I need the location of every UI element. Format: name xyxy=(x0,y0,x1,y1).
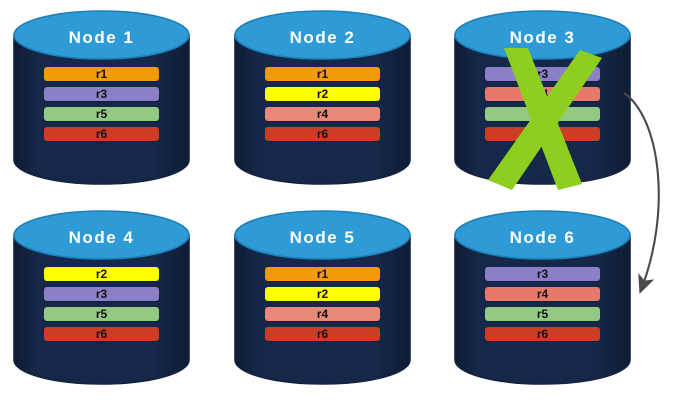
record-bar-r6[interactable]: r6 xyxy=(44,327,159,341)
cylinder-top xyxy=(13,210,190,260)
record-bar-r1[interactable]: r1 xyxy=(44,67,159,81)
record-bar-r2[interactable]: r2 xyxy=(44,267,159,281)
record-bar-r5[interactable]: r5 xyxy=(485,107,600,121)
node-cylinder-6[interactable]: Node 6 r3 r4 r5 r6 xyxy=(454,210,631,385)
record-bar-r4[interactable]: r4 xyxy=(265,107,380,121)
node-title: Node 1 xyxy=(68,28,135,47)
node-title: Node 4 xyxy=(68,228,135,247)
record-list: r1 r2 r4 r6 xyxy=(265,267,380,341)
record-bar-r5[interactable]: r5 xyxy=(44,307,159,321)
record-list: r3 r4 r5 r6 xyxy=(485,67,600,141)
record-bar-r5[interactable]: r5 xyxy=(485,307,600,321)
record-bar-r6[interactable]: r6 xyxy=(265,127,380,141)
record-bar-r3[interactable]: r3 xyxy=(485,267,600,281)
record-bar-r4[interactable]: r4 xyxy=(485,287,600,301)
record-bar-r2[interactable]: r2 xyxy=(265,87,380,101)
cylinder-top xyxy=(13,10,190,60)
record-bar-r6[interactable]: r6 xyxy=(485,327,600,341)
record-bar-r3[interactable]: r3 xyxy=(44,287,159,301)
record-bar-r2[interactable]: r2 xyxy=(265,287,380,301)
record-bar-r6[interactable]: r6 xyxy=(485,127,600,141)
record-bar-r1[interactable]: r1 xyxy=(265,67,380,81)
node-cylinder-5[interactable]: Node 5 r1 r2 r4 r6 xyxy=(234,210,411,385)
record-list: r1 r3 r5 r6 xyxy=(44,67,159,141)
node-cylinder-2[interactable]: Node 2 r1 r2 r4 r6 xyxy=(234,10,411,185)
cylinder-top xyxy=(234,10,411,60)
node-cylinder-1[interactable]: Node 1 r1 r3 r5 r6 xyxy=(13,10,190,185)
node-title: Node 5 xyxy=(289,228,356,247)
node-title: Node 6 xyxy=(509,228,576,247)
record-list: r3 r4 r5 r6 xyxy=(485,267,600,341)
record-bar-r3[interactable]: r3 xyxy=(485,67,600,81)
record-bar-r4[interactable]: r4 xyxy=(485,87,600,101)
record-bar-r6[interactable]: r6 xyxy=(265,327,380,341)
record-bar-r6[interactable]: r6 xyxy=(44,127,159,141)
record-bar-r4[interactable]: r4 xyxy=(265,307,380,321)
node-title: Node 3 xyxy=(509,28,576,47)
record-bar-r5[interactable]: r5 xyxy=(44,107,159,121)
record-list: r2 r3 r5 r6 xyxy=(44,267,159,341)
record-bar-r1[interactable]: r1 xyxy=(265,267,380,281)
node-cylinder-3[interactable]: Node 3 r3 r4 r5 r6 xyxy=(454,10,631,190)
cylinder-top xyxy=(234,210,411,260)
node-cylinder-4[interactable]: Node 4 r2 r3 r5 r6 xyxy=(13,210,190,385)
node-title: Node 2 xyxy=(289,28,356,47)
record-bar-r3[interactable]: r3 xyxy=(44,87,159,101)
record-list: r1 r2 r4 r6 xyxy=(265,67,380,141)
